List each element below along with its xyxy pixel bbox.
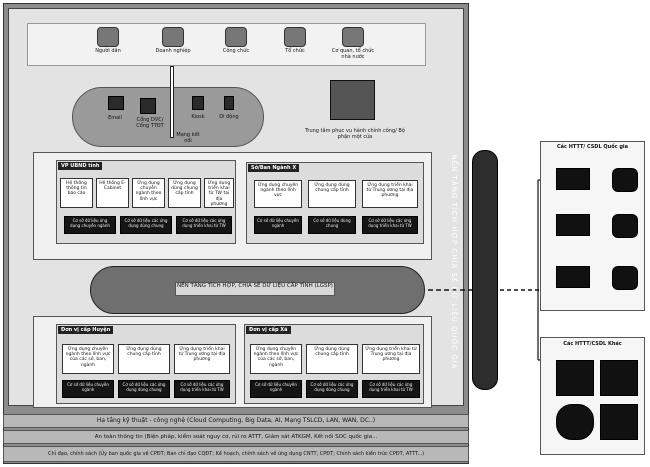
footer-infrastructure: Hạ tầng kỹ thuật - công nghệ (Cloud Comp… (3, 414, 469, 428)
app-box: Ứng dụng triển khai từ Trung ương tại đị… (362, 180, 418, 208)
footer-security: An toàn thông tin (Biện pháp, kiểm soát … (3, 430, 469, 444)
database-box: Cơ sở dữ liệu dùng chung (308, 216, 356, 234)
app-box: Ứng dụng triển khai từ TW tại địa phương (204, 178, 234, 208)
ngsp-platform (472, 150, 498, 390)
people-icon (97, 27, 119, 47)
database-box: Cơ sở dữ liệu ứng dụng chuyên ngành (64, 216, 116, 234)
database-cylinder (612, 214, 638, 238)
panel-title: Đơn vị cấp Huyện (58, 326, 114, 334)
kiosk-label: Kiosk (191, 114, 205, 120)
actor-organization: Tổ chức (270, 27, 320, 55)
email-label: Email (108, 115, 122, 121)
system-box (556, 214, 590, 236)
database-cylinder (612, 168, 638, 192)
app-box: Ứng dụng dùng chung cấp tỉnh (168, 178, 201, 208)
app-box: Ứng dụng chuyên ngành theo lĩnh vực của … (62, 344, 114, 374)
footer-policy: Chỉ đạo, chính sách (Ủy ban quốc gia về … (3, 446, 469, 462)
network-connector (170, 66, 174, 138)
portal-icon (140, 98, 156, 114)
actor-label: Cơ quan, tổ chức nhà nước (331, 48, 375, 60)
mobile-icon (224, 96, 234, 110)
cloud-system (556, 404, 594, 440)
lgsp-label: NỀN TẢNG TÍCH HỢP, CHIA SẺ DỮ LIỆU CẤP T… (175, 282, 335, 296)
actors-bar: Người dân Doanh nghiệp Công chức Tổ chức… (27, 23, 426, 66)
system-box (600, 360, 638, 396)
kiosk-icon (192, 96, 204, 110)
other-systems-title: Các HTTT/CSDL Khác (563, 341, 622, 347)
building-icon (162, 27, 184, 47)
database-box: Cơ sở dữ liệu các ứng dụng triển khai từ… (362, 216, 418, 234)
actor-label: Tổ chức (285, 48, 305, 54)
app-box: Hệ thống thông tin báo cáo (60, 178, 93, 208)
app-box: Ứng dụng chuyên ngành theo lĩnh vực (132, 178, 165, 208)
mobile-label: Di động (219, 114, 239, 120)
actor-citizen: Người dân (83, 27, 133, 55)
database-box: Cơ sở dữ liệu các ứng dụng triển khai từ… (176, 216, 232, 234)
actor-label: Người dân (95, 48, 121, 54)
actor-government: Cơ quan, tổ chức nhà nước (328, 27, 378, 60)
actor-officer: Công chức (211, 27, 261, 55)
actor-label: Doanh nghiệp (155, 48, 191, 54)
app-box: Ứng dụng dùng chung cấp tỉnh (308, 180, 356, 208)
database-box: Cơ sở dữ liệu chuyên ngành (254, 216, 302, 234)
database-box: Cơ sở dữ liệu các ứng dụng dùng chung (306, 380, 358, 398)
network-label: Mạng kết nối (176, 132, 200, 144)
service-center-building-icon (330, 80, 375, 120)
actor-enterprise: Doanh nghiệp (148, 27, 198, 55)
officer-icon (225, 27, 247, 47)
actor-label: Công chức (222, 48, 250, 54)
portal-label: Cổng DVC/ Cổng TTĐT (136, 117, 164, 129)
ngsp-label: NỀN TẢNG TÍCH HỢP CHIA SẺ DỮ LIỆU QUỐC G… (450, 154, 458, 370)
panel-title: Đơn vị cấp Xã (246, 326, 291, 334)
database-box: Cơ sở dữ liệu các ứng dụng dùng chung (118, 380, 170, 398)
government-icon (342, 27, 364, 47)
app-box: Ứng dụng triển khai từ Trung ương tại đị… (174, 344, 230, 374)
app-box: Ứng dụng triển khai từ Trung ương tại đị… (362, 344, 420, 374)
app-box: Ứng dụng chuyên ngành theo lĩnh vực của … (250, 344, 302, 374)
app-box: Ứng dụng dùng chung cấp tỉnh (118, 344, 170, 374)
system-box (556, 168, 590, 190)
database-box: Cơ sở dữ liệu các ứng dụng triển khai từ… (362, 380, 420, 398)
database-box: Cơ sở dữ liệu các ứng dụng dùng chung (120, 216, 172, 234)
database-box: Cơ sở dữ liệu chuyên ngành (250, 380, 302, 398)
panel-title: VP UBND tỉnh (58, 162, 103, 170)
national-systems-title: Các HTTT/ CSDL Quốc gia (556, 144, 629, 150)
database-box: Cơ sở dữ liệu các ứng dụng triển khai từ… (174, 380, 230, 398)
database-box: Cơ sở dữ liệu chuyên ngành (62, 380, 114, 398)
system-box (556, 360, 594, 396)
organization-icon (284, 27, 306, 47)
email-icon (108, 96, 124, 110)
app-box: Hệ thống E-Cabinet (96, 178, 129, 208)
database-cylinder (612, 266, 638, 290)
app-box: Ứng dụng chuyên ngành theo lĩnh vực (254, 180, 302, 208)
service-center-label: Trung tâm phục vụ hành chính công/ Bộ ph… (305, 128, 405, 140)
app-box: Ứng dụng dùng chung cấp tỉnh (306, 344, 358, 374)
panel-title: Sở/Ban Ngành X (248, 164, 300, 172)
system-box (600, 404, 638, 440)
system-box (556, 266, 590, 288)
